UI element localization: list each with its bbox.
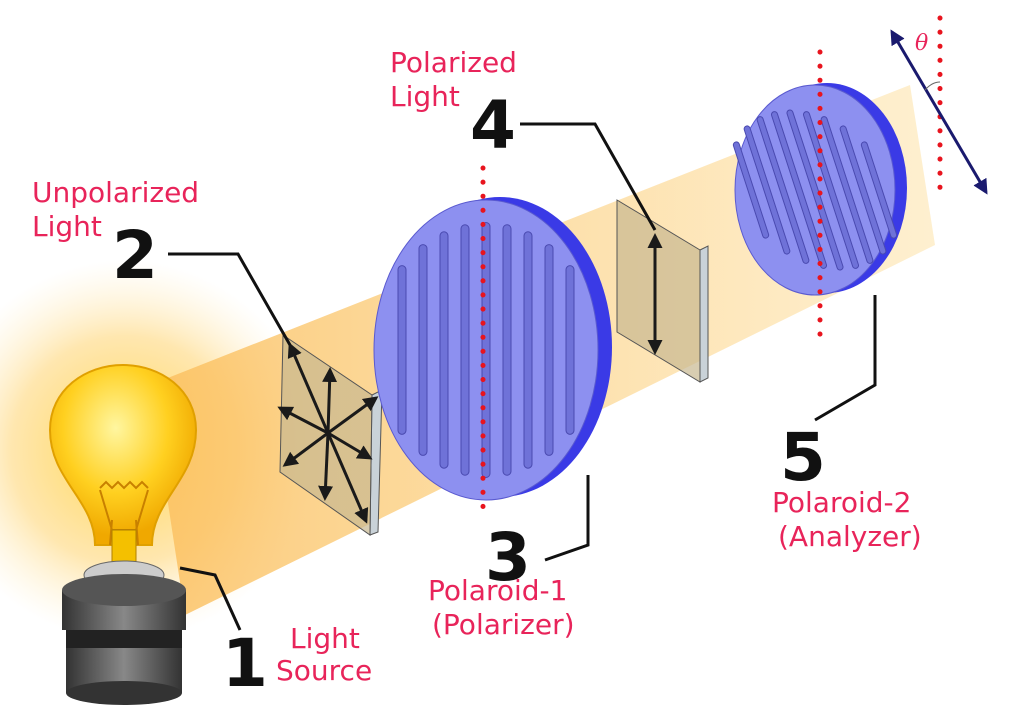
analyzer-slit (860, 141, 898, 239)
polaroid-2-label-line1: Polaroid-2 (772, 486, 911, 519)
theta-angle-arc (924, 81, 941, 91)
polarizer-slit (544, 244, 554, 456)
polarizer-slit (523, 231, 533, 469)
polarizer-slit (439, 231, 449, 469)
polarizer-slit (565, 265, 575, 435)
light-source-label-line1: Light (290, 622, 360, 655)
polaroid-1-polarizer (373, 197, 612, 501)
analyzer-slit (802, 111, 860, 269)
number-4: 4 (470, 87, 516, 164)
number-5: 5 (780, 419, 826, 496)
light-bulb-icon (48, 363, 198, 705)
leader-lines (168, 122, 877, 631)
analyzer-slit (743, 125, 791, 255)
unpolarized-light-panel (277, 334, 383, 536)
polarized-label-line1: Polarized (390, 46, 517, 79)
polarized-light-panel (616, 199, 709, 383)
polarizer-slit (460, 224, 470, 476)
polarizer-slit (502, 224, 512, 476)
analyzer-slit (732, 141, 770, 239)
polaroid-2-label-line2: (Analyzer) (778, 520, 922, 553)
analyzer-axis-arrow-icon (890, 29, 988, 195)
analyzer-slit (756, 116, 810, 264)
unpolarized-label-line2: Light (32, 210, 102, 243)
light-source-label-line2: Source (276, 654, 372, 687)
number-2: 2 (112, 217, 158, 294)
analyzer-slit (820, 116, 874, 264)
polarizer-slit (397, 265, 407, 435)
analyzer-slit (770, 111, 828, 269)
analyzer-slit (786, 109, 844, 271)
number-1: 1 (222, 625, 268, 702)
number-3: 3 (485, 519, 531, 596)
theta-label: θ (915, 31, 928, 56)
polaroid-2-analyzer (732, 83, 907, 296)
polarized-label-line2: Light (390, 80, 460, 113)
polaroid-1-label-line1: Polaroid-1 (428, 574, 567, 607)
unpolarized-arrows-icon (277, 342, 379, 524)
polaroid-1-label-line2: (Polarizer) (432, 608, 575, 641)
polarizer-slit (418, 244, 428, 456)
analyzer-slit (839, 125, 887, 255)
unpolarized-label-line1: Unpolarized (32, 176, 199, 209)
